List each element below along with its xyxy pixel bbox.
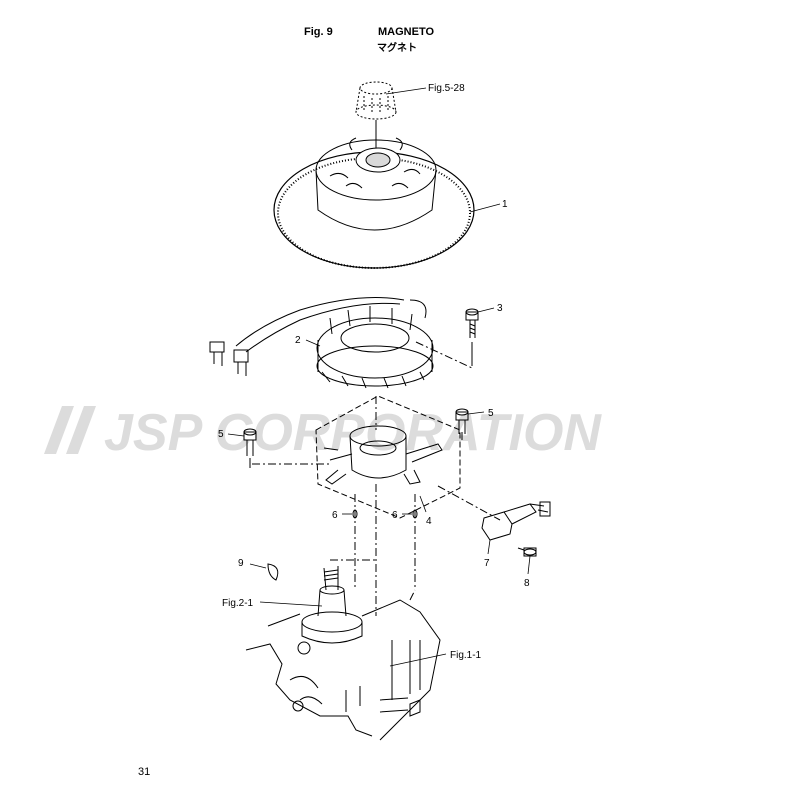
stator [316, 306, 434, 389]
base-plate-bolt-left [243, 428, 257, 468]
watermark: JSP CORPORATION [44, 404, 602, 458]
magneto-base-plate [315, 395, 461, 519]
callout-fig1-1: Fig.1-1 [450, 650, 482, 661]
callout-part-5-left: 5 [218, 429, 224, 440]
callout-part-7: 7 [484, 558, 490, 569]
callout-part-3: 3 [497, 303, 503, 314]
callout-part-2: 2 [295, 335, 301, 346]
figure-number: Fig. 9 [304, 26, 333, 38]
callout-fig2-1: Fig.2-1 [222, 598, 254, 609]
callout-part-5-right: 5 [488, 408, 494, 419]
flywheel [273, 137, 475, 269]
callout-part-6-left: 6 [332, 510, 338, 521]
figure-title: MAGNETO [378, 26, 435, 38]
crankcase-reference [245, 599, 441, 741]
callout-part-1: 1 [502, 199, 508, 210]
pulser-coil [481, 501, 551, 541]
callout-part-4: 4 [426, 516, 432, 527]
callout-part-8: 8 [524, 578, 530, 589]
base-plate-bolt-right [455, 408, 469, 434]
leader-lines [227, 87, 531, 667]
stator-wire-harness [209, 297, 427, 376]
callout-part-9: 9 [238, 558, 244, 569]
crankshaft-reference [301, 566, 363, 644]
pulser-screw [517, 547, 537, 557]
woodruff-key [267, 563, 279, 581]
stator-bolt [465, 308, 479, 366]
watermark-logo-mark [44, 406, 74, 454]
callout-part-6-right: 6 [392, 510, 398, 521]
flywheel-nut-reference [355, 81, 397, 120]
page-number: 31 [138, 766, 151, 778]
figure-title-japanese: マグネト [377, 43, 417, 54]
callout-fig5-28: Fig.5-28 [428, 83, 465, 94]
alignment-lines [252, 341, 501, 616]
